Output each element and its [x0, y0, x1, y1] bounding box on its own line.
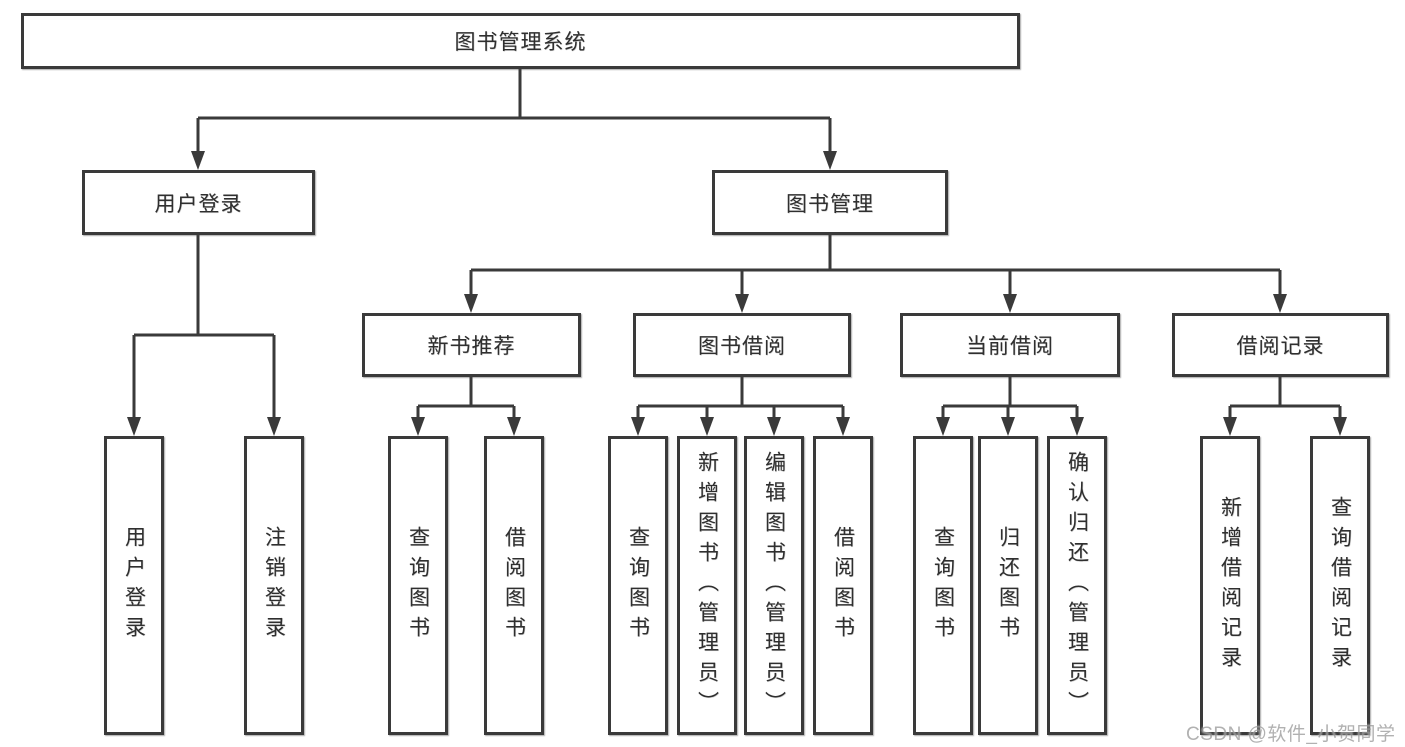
node-label: 图书借阅 — [698, 335, 786, 358]
node-user-login: 用户登录 — [82, 170, 315, 235]
node-label: 注销登录 — [262, 525, 286, 646]
csdn-watermark: CSDN @软件_小贺同学 — [1186, 724, 1396, 745]
leaf-node-edit-books-admin: 编辑图书（管理员） — [744, 436, 804, 735]
node-library-management-system: 图书管理系统 — [21, 13, 1020, 69]
node-label: 图书管理 — [786, 192, 874, 216]
leaf-node-add-borrow-record: 新增借阅记录 — [1200, 436, 1260, 735]
node-label: 归还图书 — [996, 525, 1020, 646]
leaf-node-confirm-return-admin: 确认归还（管理员） — [1047, 436, 1107, 735]
node-label: 新增借阅记录 — [1218, 495, 1242, 676]
node-label: 借阅记录 — [1236, 335, 1325, 358]
node-current-borrowing: 当前借阅 — [900, 313, 1120, 377]
leaf-node-borrow-books: 借阅图书 — [484, 436, 544, 735]
leaf-node-return-books: 归还图书 — [978, 436, 1038, 735]
node-label: 确认归还（管理员） — [1065, 450, 1089, 721]
leaf-node-query-books: 查询图书 — [913, 436, 973, 735]
node-label: 借阅图书 — [502, 525, 526, 646]
leaf-node-add-books-admin: 新增图书（管理员） — [677, 436, 737, 735]
node-label: 当前借阅 — [966, 335, 1054, 358]
node-book-borrowing: 图书借阅 — [633, 313, 851, 377]
node-label: 查询图书 — [626, 525, 650, 646]
node-book-management: 图书管理 — [712, 170, 948, 235]
node-label: 查询图书 — [931, 525, 955, 646]
node-label: 用户登录 — [154, 192, 243, 216]
node-label: 查询借阅记录 — [1328, 495, 1352, 676]
node-new-book-recommend: 新书推荐 — [362, 313, 581, 377]
node-label: 编辑图书（管理员） — [762, 450, 786, 721]
leaf-node-query-books: 查询图书 — [388, 436, 448, 735]
leaf-node-logout: 注销登录 — [244, 436, 304, 735]
arrowhead-icons — [127, 151, 1347, 436]
leaf-node-query-borrow-record: 查询借阅记录 — [1310, 436, 1370, 735]
node-label: 用户登录 — [122, 525, 146, 646]
node-label: 新增图书（管理员） — [695, 450, 719, 721]
node-borrowing-records: 借阅记录 — [1172, 313, 1389, 377]
node-label: 图书管理系统 — [454, 31, 587, 54]
node-label: 查询图书 — [406, 525, 430, 646]
node-label: 借阅图书 — [831, 525, 855, 646]
leaf-node-query-books: 查询图书 — [608, 436, 668, 735]
node-label: 新书推荐 — [427, 335, 516, 358]
leaf-node-user-login: 用户登录 — [104, 436, 164, 735]
leaf-node-borrow-books: 借阅图书 — [813, 436, 873, 735]
